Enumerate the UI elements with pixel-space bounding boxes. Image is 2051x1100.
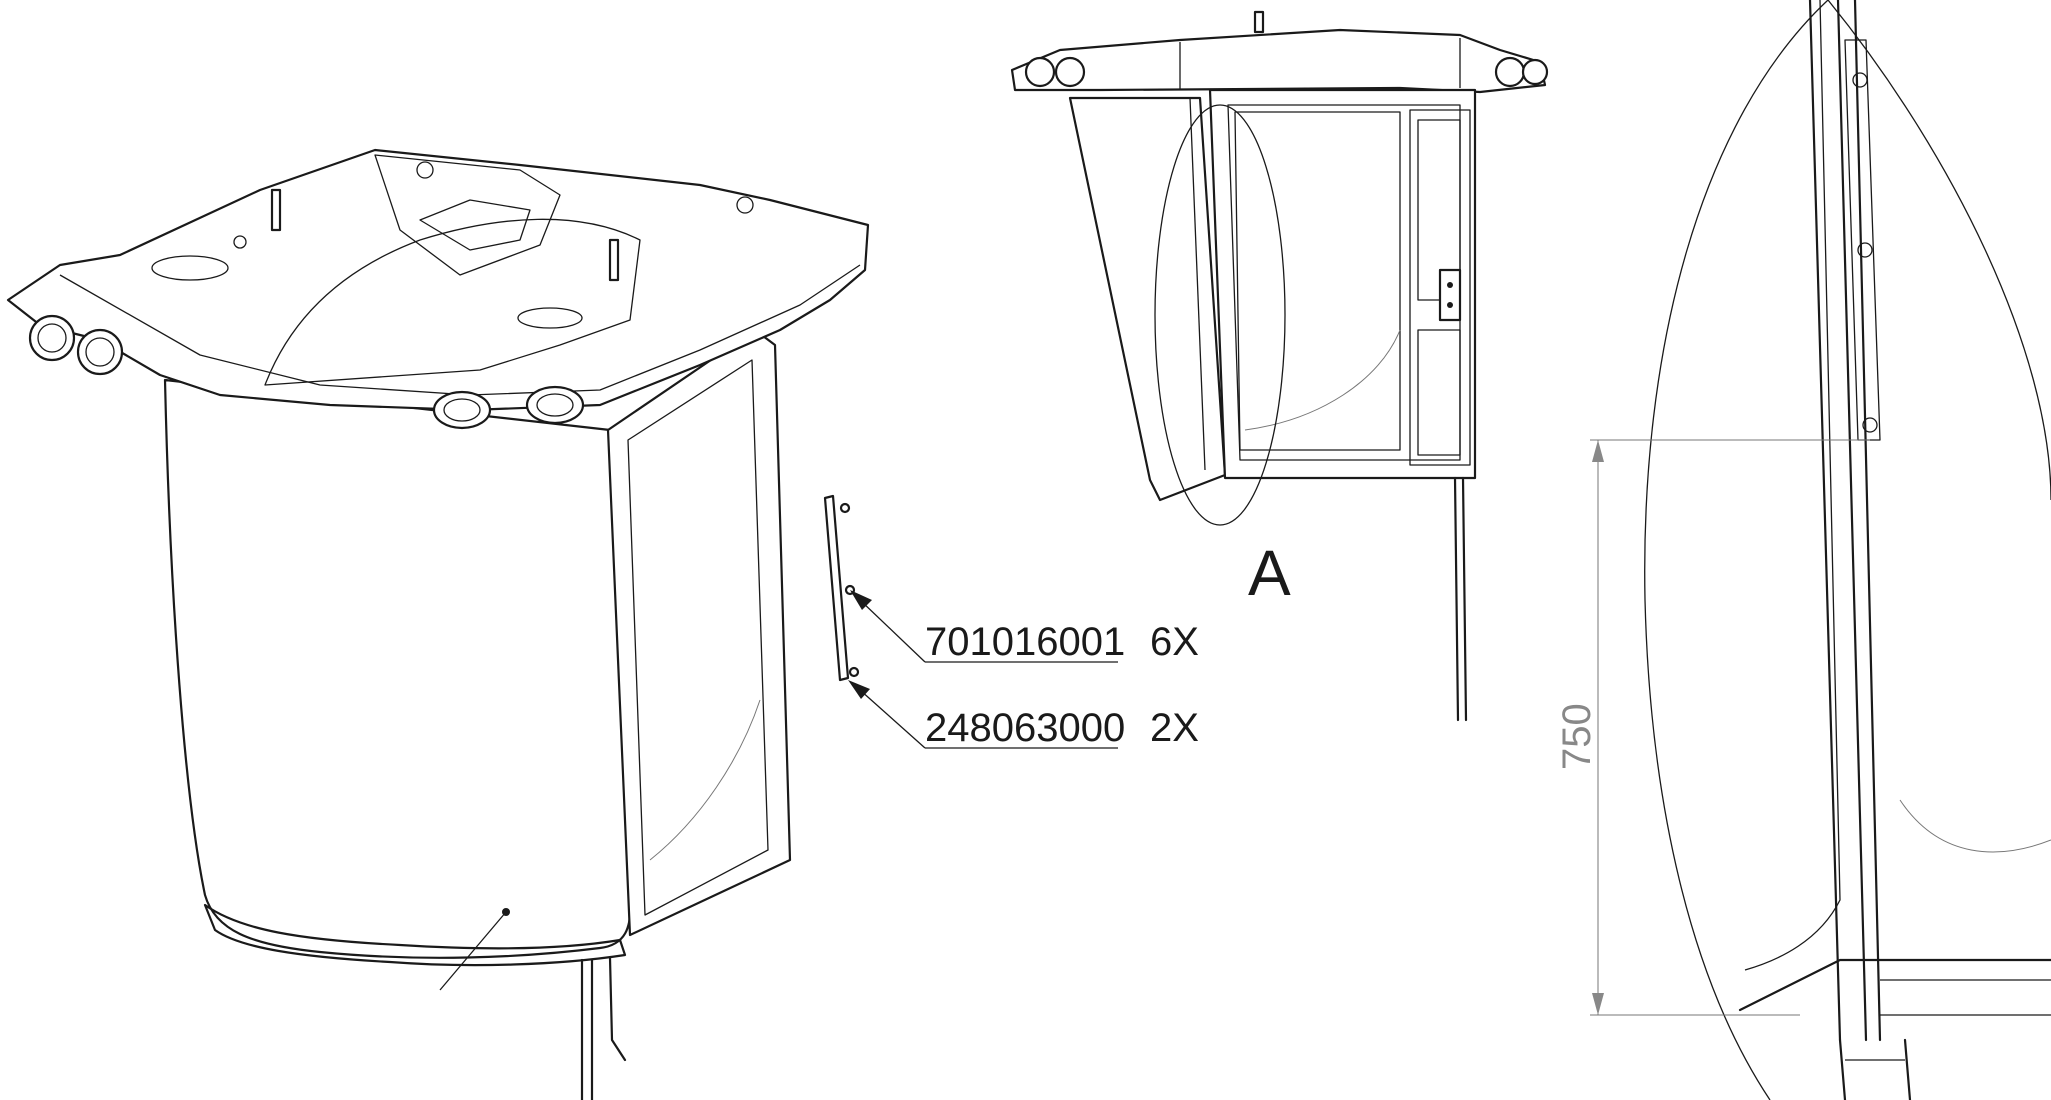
detail-view-a: 750 (1555, 0, 2051, 1100)
cab-front-view: A (1010, 10, 1549, 722)
hardware-bracket (823, 494, 860, 682)
callout-701016001: 701016001 6X (850, 590, 1199, 664)
dimension-value: 750 (1555, 703, 1599, 770)
cab-isometric-view (6, 148, 870, 1100)
callout-quantity: 2X (1150, 706, 1199, 750)
detail-label: A (1248, 537, 1291, 609)
callout-quantity: 6X (1150, 620, 1199, 664)
callout-part-number: 701016001 (925, 620, 1125, 664)
callout-248063000: 248063000 2X (848, 680, 1199, 750)
callout-part-number: 248063000 (925, 706, 1125, 750)
